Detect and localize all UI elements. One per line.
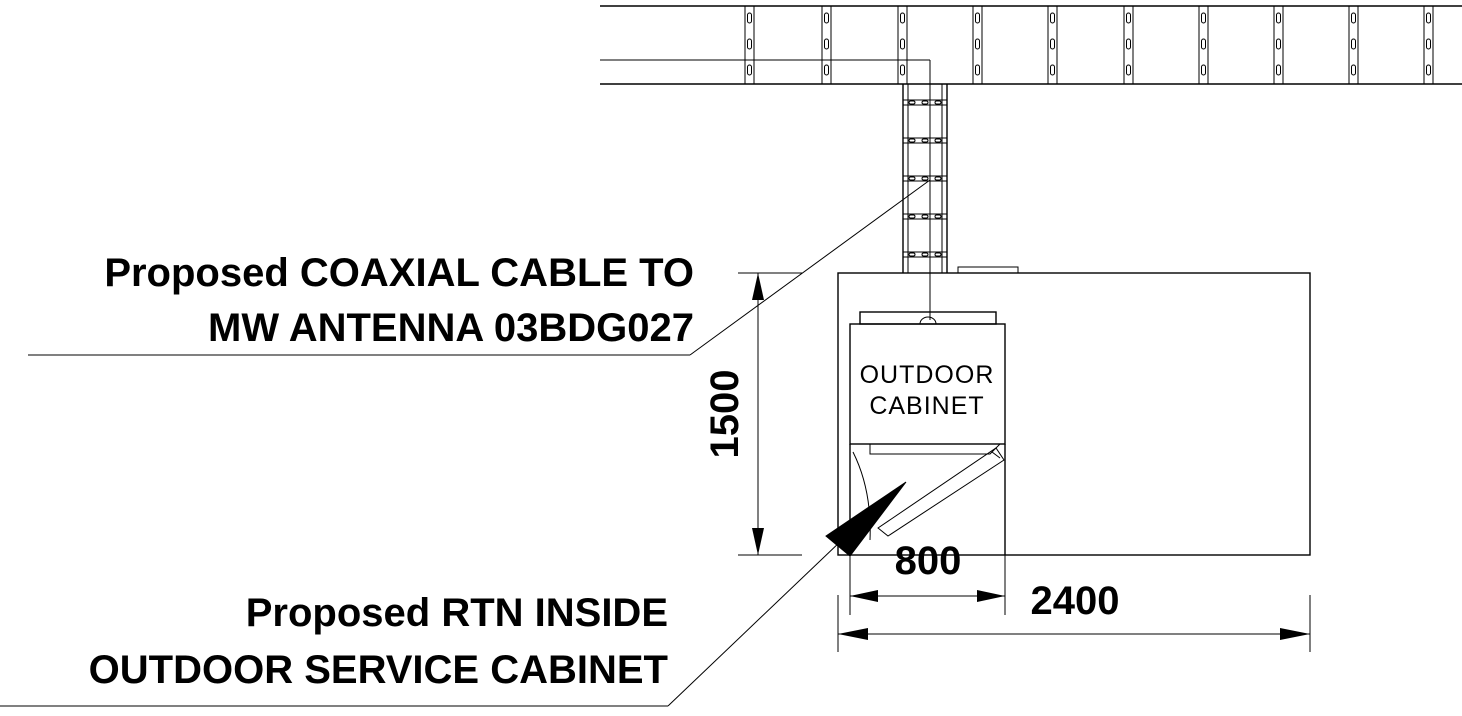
tray-rung — [1348, 6, 1359, 84]
tray-rungs — [744, 6, 1434, 84]
cabinet-label-line2: CABINET — [869, 392, 984, 420]
cabinet-label-line1: OUTDOOR — [860, 361, 995, 389]
horizontal-cable-tray — [600, 5, 1462, 85]
ladder-rung — [903, 175, 947, 182]
cabinet-width-dimension: 800 — [849, 539, 1006, 615]
tray-rung — [897, 6, 908, 84]
height-dimension-value: 1500 — [703, 370, 747, 459]
concrete-pad — [837, 272, 1311, 556]
height-dimension: 1500 — [703, 272, 802, 556]
tray-rung — [1423, 6, 1434, 84]
ladder-rungs — [903, 99, 947, 258]
ladder-rung — [903, 251, 947, 258]
pad-fitting — [957, 266, 1019, 274]
coaxial-cable-callout: Proposed COAXIAL CABLE TO MW ANTENNA 03B… — [28, 179, 931, 356]
vertical-cable-ladder — [902, 60, 948, 320]
tray-rung — [1047, 6, 1058, 84]
coaxial-callout-line1: Proposed COAXIAL CABLE TO — [104, 251, 694, 295]
tray-rung — [1273, 6, 1284, 84]
tray-rung — [821, 6, 832, 84]
pad-width-dimension: 2400 — [837, 579, 1311, 652]
leader-arrowhead — [825, 481, 907, 557]
coaxial-callout-line2: MW ANTENNA 03BDG027 — [208, 306, 694, 350]
tray-rung — [1198, 6, 1209, 84]
tray-rung — [744, 6, 755, 84]
rtn-callout-line2: OUTDOOR SERVICE CABINET — [89, 648, 668, 692]
tray-rung — [1123, 6, 1134, 84]
ladder-rung — [903, 213, 947, 220]
cabinet-width-value: 800 — [895, 539, 962, 583]
rtn-callout: Proposed RTN INSIDE OUTDOOR SERVICE CABI… — [0, 481, 907, 707]
pad-width-value: 2400 — [1031, 579, 1120, 623]
ladder-rung — [903, 99, 947, 106]
ladder-rung — [903, 137, 947, 144]
rtn-callout-line1: Proposed RTN INSIDE — [246, 591, 668, 635]
tray-rung — [972, 6, 983, 84]
